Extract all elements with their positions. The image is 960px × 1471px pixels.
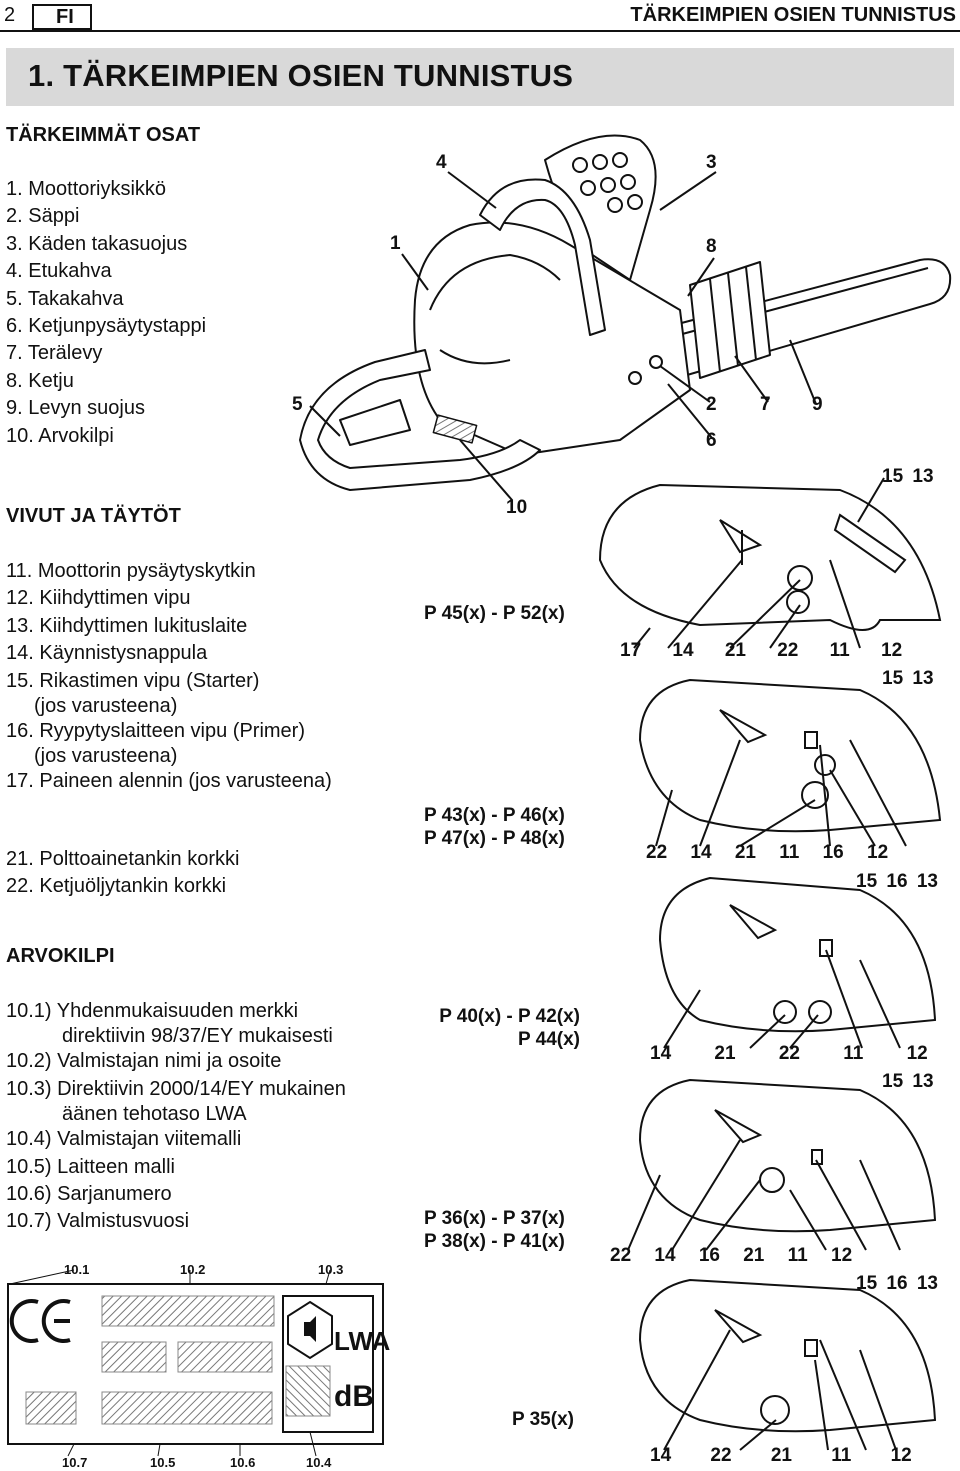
model-4-bottom-callouts: 22 14 16 21 11 12 [610,1245,853,1266]
callout-5: 5 [292,394,303,415]
plate-code-10-4: 10.4 [306,1455,332,1470]
list-item: 10.6) Sarjanumero [6,1183,172,1206]
callout-1: 1 [390,233,401,254]
list-item: 22. Ketjuöljytankin korkki [6,875,227,898]
callout-2: 2 [706,394,717,415]
model-illustration-2 [638,678,942,847]
model-1-top-callouts: 15 13 [882,466,934,487]
list-item: 14. Käynnistysnappula [6,642,208,665]
plate-code-10-6: 10.6 [230,1455,256,1470]
controls-list: 11. Moottorin pysäytyskytkin 12. Kiihdyt… [6,558,332,796]
model-label-1: P 45(x) - P 52(x) [424,602,565,625]
list-item: 2. Säppi [6,205,80,228]
list-item: 11. Moottorin pysäytyskytkin [6,560,256,582]
plate-code-10-5: 10.5 [150,1455,176,1470]
plate-db: dB [334,1380,374,1413]
callout-4: 4 [436,152,447,173]
model-line: P 38(x) - P 41(x) [424,1231,565,1252]
rating-plate-heading: ARVOKILPI [6,945,115,967]
item-text: 10.1) Yhdenmukaisuuden merkki [6,1000,299,1022]
callout-10: 10 [506,497,528,518]
callout-7: 7 [760,394,771,415]
model-1-bottom-callouts: 17 14 21 22 11 12 [620,640,903,661]
model-4-top-callouts: 15 13 [882,1071,934,1092]
chainsaw-drawing [299,134,952,491]
item-subtext: (jos varusteena) [34,745,178,768]
model-line: P 36(x) - P 37(x) [424,1208,565,1229]
plate-code-10-1: 10.1 [64,1262,90,1277]
model-label-2: P 43(x) - P 46(x)P 47(x) - P 48(x) [424,804,565,850]
section-title-bar [6,48,954,106]
controls-heading: VIVUT JA TÄYTÖT [6,505,181,527]
callout-8: 8 [706,236,717,257]
model-illustration-5 [638,1278,937,1451]
callout-3: 3 [706,152,717,173]
item-subtext: (jos varusteena) [34,695,178,718]
model-illustration-4 [627,1078,937,1251]
list-item: 5. Takakahva [6,287,124,310]
callout-9: 9 [812,394,823,415]
item-text: 16. Ryypytyslaitteen vipu (Primer) [6,720,305,743]
model-line: P 35(x) [512,1409,574,1430]
model-5-bottom-callouts: 14 22 21 11 12 [650,1445,912,1466]
model-3-bottom-callouts: 14 21 22 11 12 [650,1043,928,1064]
list-item: 9. Levyn suojus [6,397,145,420]
list-item: 16. Ryypytyslaitteen vipu (Primer)(jos v… [6,718,332,768]
running-title: TÄRKEIMPIEN OSIEN TUNNISTUS [630,4,956,26]
list-item: 17. Paineen alennin (jos varusteena) [6,770,332,793]
model-illustration-1 [598,477,942,649]
model-5-top-callouts: 15 16 13 [856,1273,938,1294]
model-line: P 45(x) - P 52(x) [424,603,565,624]
list-item: 10.1) Yhdenmukaisuuden merkki direktiivin… [6,998,346,1048]
header-rule [0,30,960,32]
list-item: 7. Terälevy [6,342,103,365]
item-subtext: äänen tehotaso LWA [62,1103,247,1126]
list-item: 6. Ketjunpysäytystappi [6,315,207,338]
language-badge: FI [32,4,92,30]
plate-lwa: LWA [334,1326,391,1356]
section-title: 1. TÄRKEIMPIEN OSIEN TUNNISTUS [28,58,574,93]
model-2-bottom-callouts: 22 14 21 11 16 12 [646,842,889,863]
model-illustration-3 [658,876,937,1049]
ce-mark-icon [9,1299,71,1343]
list-item: 3. Käden takasuojus [6,232,188,255]
model-line: P 44(x) [518,1029,580,1050]
rating-plate-drawing [7,1269,384,1457]
list-item: 1. Moottoriyksikkö [6,178,167,200]
list-item: 10.3) Direktiivin 2000/14/EY mukainen ään… [6,1076,346,1126]
model-line: P 43(x) - P 46(x) [424,805,565,826]
model-line: P 47(x) - P 48(x) [424,828,565,849]
list-item: 10.7) Valmistusvuosi [6,1210,190,1233]
model-line: P 40(x) - P 42(x) [439,1006,580,1027]
list-item: 13. Kiihdyttimen lukituslaite [6,614,248,637]
model-2-top-callouts: 15 13 [882,668,934,689]
callout-6: 6 [706,430,717,451]
main-parts-list: 1. Moottoriyksikkö 2. Säppi 3. Käden tak… [6,176,206,450]
list-item: 10.2) Valmistajan nimi ja osoite [6,1050,282,1073]
plate-code-10-3: 10.3 [318,1262,344,1277]
model-3-top-callouts: 15 16 13 [856,871,938,892]
list-item: 21. Polttoainetankin korkki [6,848,240,870]
list-item: 4. Etukahva [6,260,112,283]
plate-code-10-7: 10.7 [62,1455,88,1470]
list-item: 8. Ketju [6,369,74,392]
item-text: 10.3) Direktiivin 2000/14/EY mukainen [6,1077,346,1100]
list-item: 15. Rikastimen vipu (Starter) (jos varust… [6,668,332,718]
list-item: 10.5) Laitteen malli [6,1155,175,1178]
model-label-5: P 35(x) [512,1408,574,1431]
list-item: 12. Kiihdyttimen vipu [6,587,191,610]
plate-code-10-2: 10.2 [180,1262,206,1277]
model-label-4: P 36(x) - P 37(x)P 38(x) - P 41(x) [424,1207,565,1253]
main-parts-heading: TÄRKEIMMÄT OSAT [6,124,201,146]
caps-list: 21. Polttoainetankin korkki 22. Ketjuölj… [6,846,239,901]
model-label-3: P 40(x) - P 42(x)P 44(x) [424,1005,580,1051]
list-item: 10.4) Valmistajan viitemalli [6,1128,242,1151]
list-item: 10. Arvokilpi [6,424,114,447]
item-text: 15. Rikastimen vipu (Starter) [6,669,260,692]
rating-plate-list: 10.1) Yhdenmukaisuuden merkki direktiivin… [6,998,346,1236]
page-number: 2 [4,4,16,26]
item-subtext: direktiivin 98/37/EY mukaisesti [62,1025,333,1048]
